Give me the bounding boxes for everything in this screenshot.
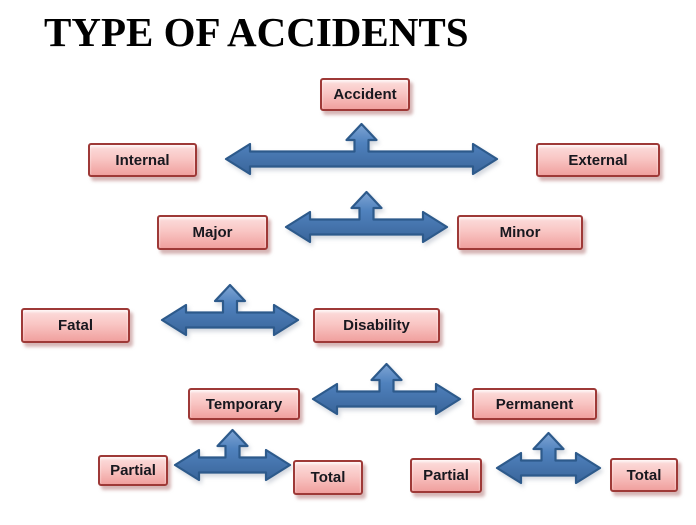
- node-permanent: Permanent: [472, 388, 597, 420]
- connector-temporary-permanent: [311, 362, 462, 416]
- node-label-permanent: Permanent: [495, 395, 574, 413]
- node-internal: Internal: [88, 143, 197, 177]
- slide-title: TYPE OF ACCIDENTS: [44, 9, 469, 55]
- connector-accident-internal-external: [224, 122, 499, 176]
- node-label-total-temporary: Total: [310, 469, 346, 486]
- node-label-major: Major: [192, 224, 233, 241]
- connector-fatal-disability: [160, 283, 300, 337]
- three-way-arrow-icon: [495, 431, 602, 485]
- node-partial-permanent: Partial: [410, 458, 482, 493]
- three-way-arrow-icon: [224, 122, 499, 176]
- node-external: External: [536, 143, 660, 177]
- node-major: Major: [157, 215, 268, 250]
- node-label-disability: Disability: [343, 317, 410, 334]
- node-minor: Minor: [457, 215, 583, 250]
- node-label-partial-permanent: Partial: [423, 467, 469, 484]
- node-disability: Disability: [313, 308, 440, 343]
- node-accident: Accident: [320, 78, 410, 111]
- node-label-fatal: Fatal: [57, 317, 93, 334]
- three-way-arrow-icon: [160, 283, 300, 337]
- node-temporary: Temporary: [188, 388, 300, 420]
- three-way-arrow-icon: [173, 428, 292, 482]
- connector-major-minor: [284, 190, 449, 244]
- node-label-external: External: [568, 151, 628, 169]
- three-way-arrow-icon: [311, 362, 462, 416]
- node-label-internal: Internal: [115, 151, 170, 169]
- three-way-arrow-icon: [284, 190, 449, 244]
- node-total-temporary: Total: [293, 460, 363, 495]
- node-partial-temporary: Partial: [98, 455, 168, 486]
- node-label-total-permanent: Total: [626, 466, 662, 484]
- connector-permanent-partial-total: [495, 431, 602, 485]
- node-label-partial-temporary: Partial: [110, 462, 156, 479]
- node-total-permanent: Total: [610, 458, 678, 492]
- node-fatal: Fatal: [21, 308, 130, 343]
- connector-temporary-partial-total: [173, 428, 292, 482]
- node-label-minor: Minor: [499, 224, 541, 241]
- node-label-accident: Accident: [333, 86, 397, 103]
- node-label-temporary: Temporary: [205, 395, 283, 413]
